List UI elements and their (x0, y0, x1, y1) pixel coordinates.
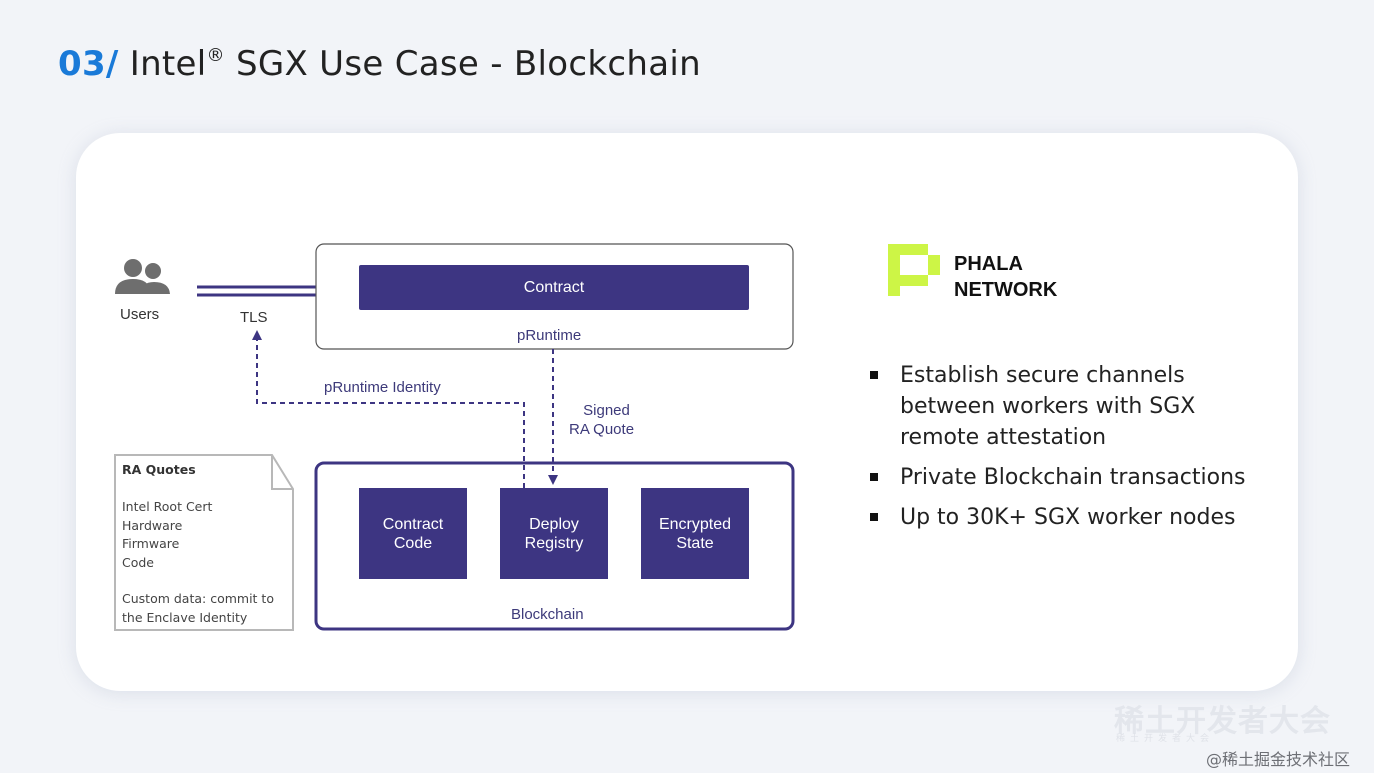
tls-connection (197, 285, 316, 297)
list-item: Establish secure channels between worker… (866, 360, 1266, 453)
pruntime-label: pRuntime (517, 327, 582, 344)
event-watermark-sub: 稀土开发者大会 (1116, 734, 1215, 744)
ra-quotes-heading: RA Quotes (122, 462, 196, 477)
phala-network-wordmark: PHALA NETWORK (954, 251, 1057, 303)
slide-title: 03/ Intel® SGX Use Case - Blockchain (58, 44, 701, 84)
ra-quotes-document (114, 454, 294, 631)
deploy-registry-box (500, 488, 608, 579)
contract-box (359, 265, 749, 310)
contract-code-line1: Contract (382, 515, 444, 533)
contract-code-box (359, 488, 467, 579)
users-label: Users (120, 306, 160, 323)
users-icon (115, 259, 170, 294)
identity-arrow (252, 330, 525, 488)
contract-label: Contract (523, 279, 585, 296)
encrypted-state-line1: Encrypted (658, 515, 732, 533)
registered-mark: ® (206, 45, 225, 66)
pruntime-identity-label: pRuntime Identity (324, 379, 441, 396)
title-text-after: SGX Use Case - Blockchain (235, 44, 701, 84)
encrypted-state-box (641, 488, 749, 579)
signed-label: Signed (583, 402, 630, 419)
list-item: Up to 30K+ SGX worker nodes (866, 502, 1266, 533)
list-item: Private Blockchain transactions (866, 462, 1266, 493)
ra-quotes-custom-data: Custom data: commit to the Enclave Ident… (122, 591, 274, 625)
tls-label: TLS (240, 309, 268, 326)
title-text-before: Intel (129, 44, 207, 84)
slide-number: 03/ (58, 44, 119, 84)
ra-quotes-items: Intel Root Cert Hardware Firmware Code (122, 499, 213, 570)
brand-line1: PHALA (954, 253, 1023, 275)
signed-ra-quote-label: Signed RA Quote (569, 401, 634, 439)
contract-code-line2: Code (393, 534, 433, 552)
brand-line2: NETWORK (954, 279, 1058, 301)
source-credit: @稀土掘金技术社区 (1206, 750, 1351, 769)
deploy-registry-line1: Deploy (529, 515, 579, 533)
phala-logo-icon (888, 244, 940, 296)
blockchain-label: Blockchain (511, 606, 584, 623)
deploy-registry-line2: Registry (524, 534, 584, 552)
event-watermark: 稀土开发者大会 (1114, 704, 1331, 739)
ra-quote-label: RA Quote (569, 421, 635, 438)
encrypted-state-line2: State (676, 534, 714, 552)
feature-list: Establish secure channels between worker… (866, 360, 1266, 542)
